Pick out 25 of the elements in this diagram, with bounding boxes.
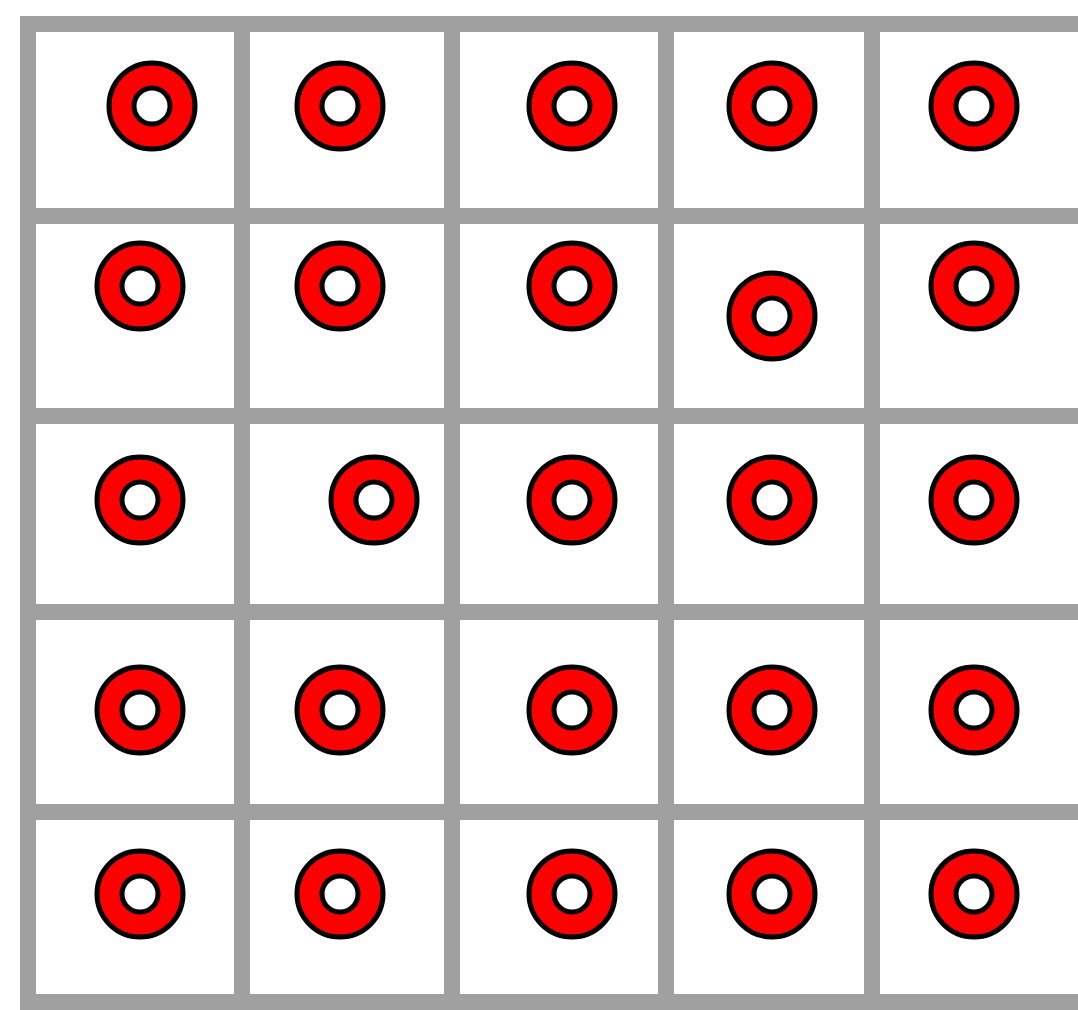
- ring-marker: [328, 454, 420, 546]
- ring-marker: [928, 664, 1020, 756]
- ring-marker: [526, 664, 618, 756]
- ring-marker: [294, 60, 386, 152]
- ring-marker: [726, 60, 818, 152]
- ring-marker: [726, 270, 818, 362]
- ring-marker: [294, 848, 386, 940]
- ring-marker: [726, 454, 818, 546]
- ring-marker: [928, 60, 1020, 152]
- ring-marker: [526, 454, 618, 546]
- ring-marker: [94, 664, 186, 756]
- ring-marker: [726, 848, 818, 940]
- ring-marker: [94, 848, 186, 940]
- ring-marker: [726, 664, 818, 756]
- ring-marker: [928, 240, 1020, 332]
- ring-marker: [94, 240, 186, 332]
- ring-marker: [928, 848, 1020, 940]
- ring-marker: [526, 240, 618, 332]
- ring-marker: [928, 454, 1020, 546]
- ring-marker: [294, 664, 386, 756]
- ring-marker: [106, 60, 198, 152]
- ring-marker: [294, 240, 386, 332]
- ring-marker: [526, 848, 618, 940]
- ring-marker: [526, 60, 618, 152]
- ring-marker: [94, 454, 186, 546]
